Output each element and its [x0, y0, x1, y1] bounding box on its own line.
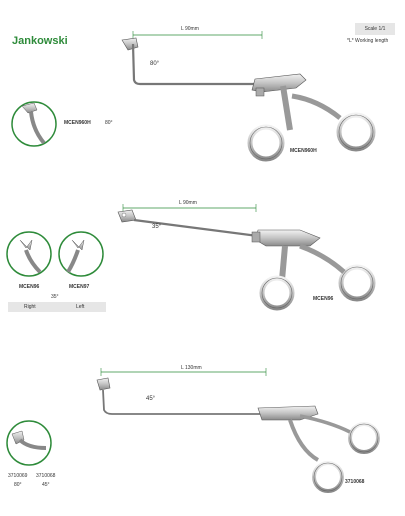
scale-label: Scale 1/1 [355, 23, 395, 35]
product-code-1: MCEN960H [290, 148, 317, 154]
thumbnail-angle-2: 35° [51, 294, 59, 300]
thumbnail-code-2b: MCEN97 [69, 284, 90, 290]
thumbnail-code-3b: 3710068 [36, 473, 56, 479]
instrument-3710068 [96, 368, 380, 493]
brand-title: Jankowski [12, 35, 68, 47]
thumbnail-angle-3b: 45° [42, 482, 50, 488]
side-label-right: Right [24, 304, 36, 310]
length-label-2: L 90mm [179, 200, 197, 206]
product-code-2: MCEN96 [313, 296, 334, 302]
thumbnail-angle-1: 80° [105, 120, 113, 126]
angle-label-1: 80° [150, 61, 160, 67]
thumbnail-code-3a: 3710069 [8, 473, 28, 479]
side-label-left: Left [76, 304, 85, 310]
product-code-3: 3710068 [345, 479, 365, 485]
thumbnail-code-1: MCEN960H [64, 120, 91, 126]
thumbnail-mcen97 [58, 231, 104, 277]
thumbnail-mcen96 [6, 231, 52, 277]
angle-label-3: 45° [146, 396, 156, 402]
angle-label-2: 35° [152, 224, 162, 230]
length-label-1: L 90mm [181, 26, 199, 32]
thumbnail-code-2a: MCEN96 [19, 284, 40, 290]
length-label-3: L 130mm [181, 365, 202, 371]
thumbnail-angle-3a: 80° [14, 482, 22, 488]
thumbnail-mcen960h [11, 101, 57, 147]
instrument-mcen960h [121, 31, 376, 162]
working-length-note: *L* Working length [347, 38, 389, 44]
side-labels-bar: Right Left [8, 302, 106, 312]
thumbnail-3710069-3710068 [6, 420, 52, 466]
instrument-mcen96 [117, 204, 376, 311]
